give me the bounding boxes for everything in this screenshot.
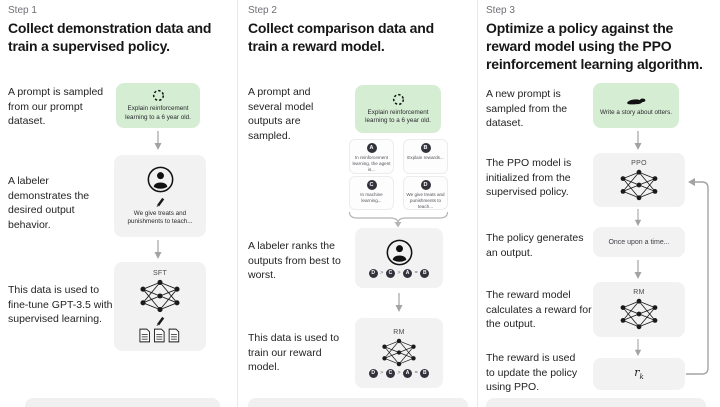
arrow-down-icon (634, 209, 642, 229)
rm-title: RM (633, 289, 645, 296)
bottom-card (486, 398, 706, 407)
prompt-box: Explain reinforcement learning to a 6 ye… (116, 83, 200, 128)
ranking-letter: A (403, 268, 413, 278)
arrow-down-icon (634, 131, 642, 151)
pen-icon (155, 315, 166, 326)
step-1-label: Step 1 (8, 5, 37, 16)
cycle-icon (392, 93, 405, 106)
labeler-box: We give treats and punishments to teach.… (114, 155, 206, 237)
arrow-down-icon (634, 260, 642, 280)
reward-symbol-sub: k (639, 373, 644, 382)
ranking-separator: > (380, 270, 384, 276)
output-b-text: Explain rewards... (407, 155, 444, 160)
output-badge: C (366, 180, 377, 190)
prompt-box-label: Explain reinforcement learning to a 6 ye… (125, 105, 191, 121)
pen-icon (155, 196, 166, 207)
brace-icon (348, 211, 449, 228)
prompt-box-label: Explain reinforcement learning to a 6 ye… (365, 108, 431, 125)
ranking-separator: = (414, 270, 418, 276)
output-a-text: In reinforcement learning, the agent is.… (352, 155, 391, 172)
network-icon (617, 298, 661, 330)
output-b-box: B Explain rewards... (404, 140, 447, 173)
new-prompt-caption: A new prompt is sampled from the dataset… (486, 88, 568, 130)
rm-box: RM D > C > A = B (355, 318, 443, 388)
bottom-card (25, 398, 220, 407)
ranking-letter: B (420, 268, 430, 278)
update-caption: The reward is used to update the policy … (486, 352, 578, 394)
reward-symbol: r (634, 366, 640, 380)
output-badge: D (420, 180, 431, 190)
sampling-caption: A prompt and several model outputs are s… (248, 86, 314, 143)
ranking-letter: A (403, 368, 413, 378)
rm-box: RM (593, 282, 685, 337)
sft-caption: This data is used to fine-tune GPT-3.5 w… (8, 284, 113, 326)
loop-arrow-icon (684, 168, 714, 380)
ppo-box: PPO (593, 153, 685, 207)
step-3-label: Step 3 (486, 5, 515, 16)
rm-caption: This data is used to train our reward mo… (248, 332, 340, 374)
ranking-separator: > (380, 370, 384, 376)
ranking-letter: C (385, 268, 395, 278)
arrow-down-icon (154, 131, 162, 151)
output-d-text: We give treats and punishments to teach.… (406, 192, 445, 209)
reward-value: rk (634, 366, 644, 381)
reward-caption: The reward model calculates a reward for… (486, 289, 592, 331)
labeler-box-note: We give treats and punishments to teach.… (127, 209, 193, 226)
ppo-title: PPO (631, 159, 647, 167)
bottom-card (248, 398, 468, 407)
ranking: D > C > A = B (368, 368, 430, 378)
output-sample-text: Once upon a time... (608, 238, 670, 246)
step-2-label: Step 2 (248, 5, 277, 16)
column-divider (237, 0, 238, 407)
cycle-icon (152, 89, 165, 102)
ppo-caption: The PPO model is initialized from the su… (486, 157, 572, 199)
ranking-separator: > (397, 270, 401, 276)
network-icon (137, 279, 183, 313)
labeler-icon (386, 239, 413, 266)
prompt-box: Explain reinforcement learning to a 6 ye… (355, 85, 441, 133)
network-icon (617, 169, 661, 201)
rm-title: RM (393, 328, 405, 336)
arrow-down-icon (634, 339, 642, 359)
column-divider (477, 0, 478, 407)
ranking-letter: D (368, 268, 378, 278)
sft-box: SFT (114, 262, 206, 351)
step-1-heading: Collect demonstration data and train a s… (8, 20, 212, 54)
network-icon (379, 338, 419, 367)
ranking: D > C > A = B (368, 268, 430, 278)
labeler-icon (147, 166, 174, 193)
ranking-letter: D (368, 368, 378, 378)
prompt-sample-caption: A prompt is sampled from our prompt data… (8, 86, 104, 128)
prompt-box-label: Write a story about otters. (600, 108, 672, 116)
output-badge: A (366, 143, 377, 153)
arrow-down-icon (395, 293, 403, 313)
output-d-box: D We give treats and punishments to teac… (404, 177, 447, 209)
output-caption: The policy generates an output. (486, 232, 584, 259)
ranking-separator: > (397, 370, 401, 376)
labeler-caption: A labeler demonstrates the desired outpu… (8, 175, 90, 232)
step-3-heading: Optimize a policy against the reward mod… (486, 20, 703, 72)
step-2-heading: Collect comparison data and train a rewa… (248, 20, 434, 54)
sft-title: SFT (152, 270, 168, 277)
ranking-caption: A labeler ranks the outputs from best to… (248, 240, 341, 282)
ranking-separator: = (414, 370, 418, 376)
output-badge: B (420, 143, 431, 153)
output-a-box: A In reinforcement learning, the agent i… (350, 140, 393, 173)
otter-icon (626, 94, 647, 106)
labeler-ranking-box: D > C > A = B (355, 228, 443, 288)
documents-icon (139, 328, 181, 343)
output-c-text: In machine learning... (360, 192, 383, 203)
output-c-box: C In machine learning... (350, 177, 393, 209)
ranking-letter: B (420, 368, 430, 378)
ranking-letter: C (385, 368, 395, 378)
arrow-down-icon (154, 240, 162, 260)
output-text-box: Once upon a time... (593, 227, 685, 257)
reward-value-box: rk (593, 358, 685, 390)
prompt-box: Write a story about otters. (593, 83, 679, 128)
